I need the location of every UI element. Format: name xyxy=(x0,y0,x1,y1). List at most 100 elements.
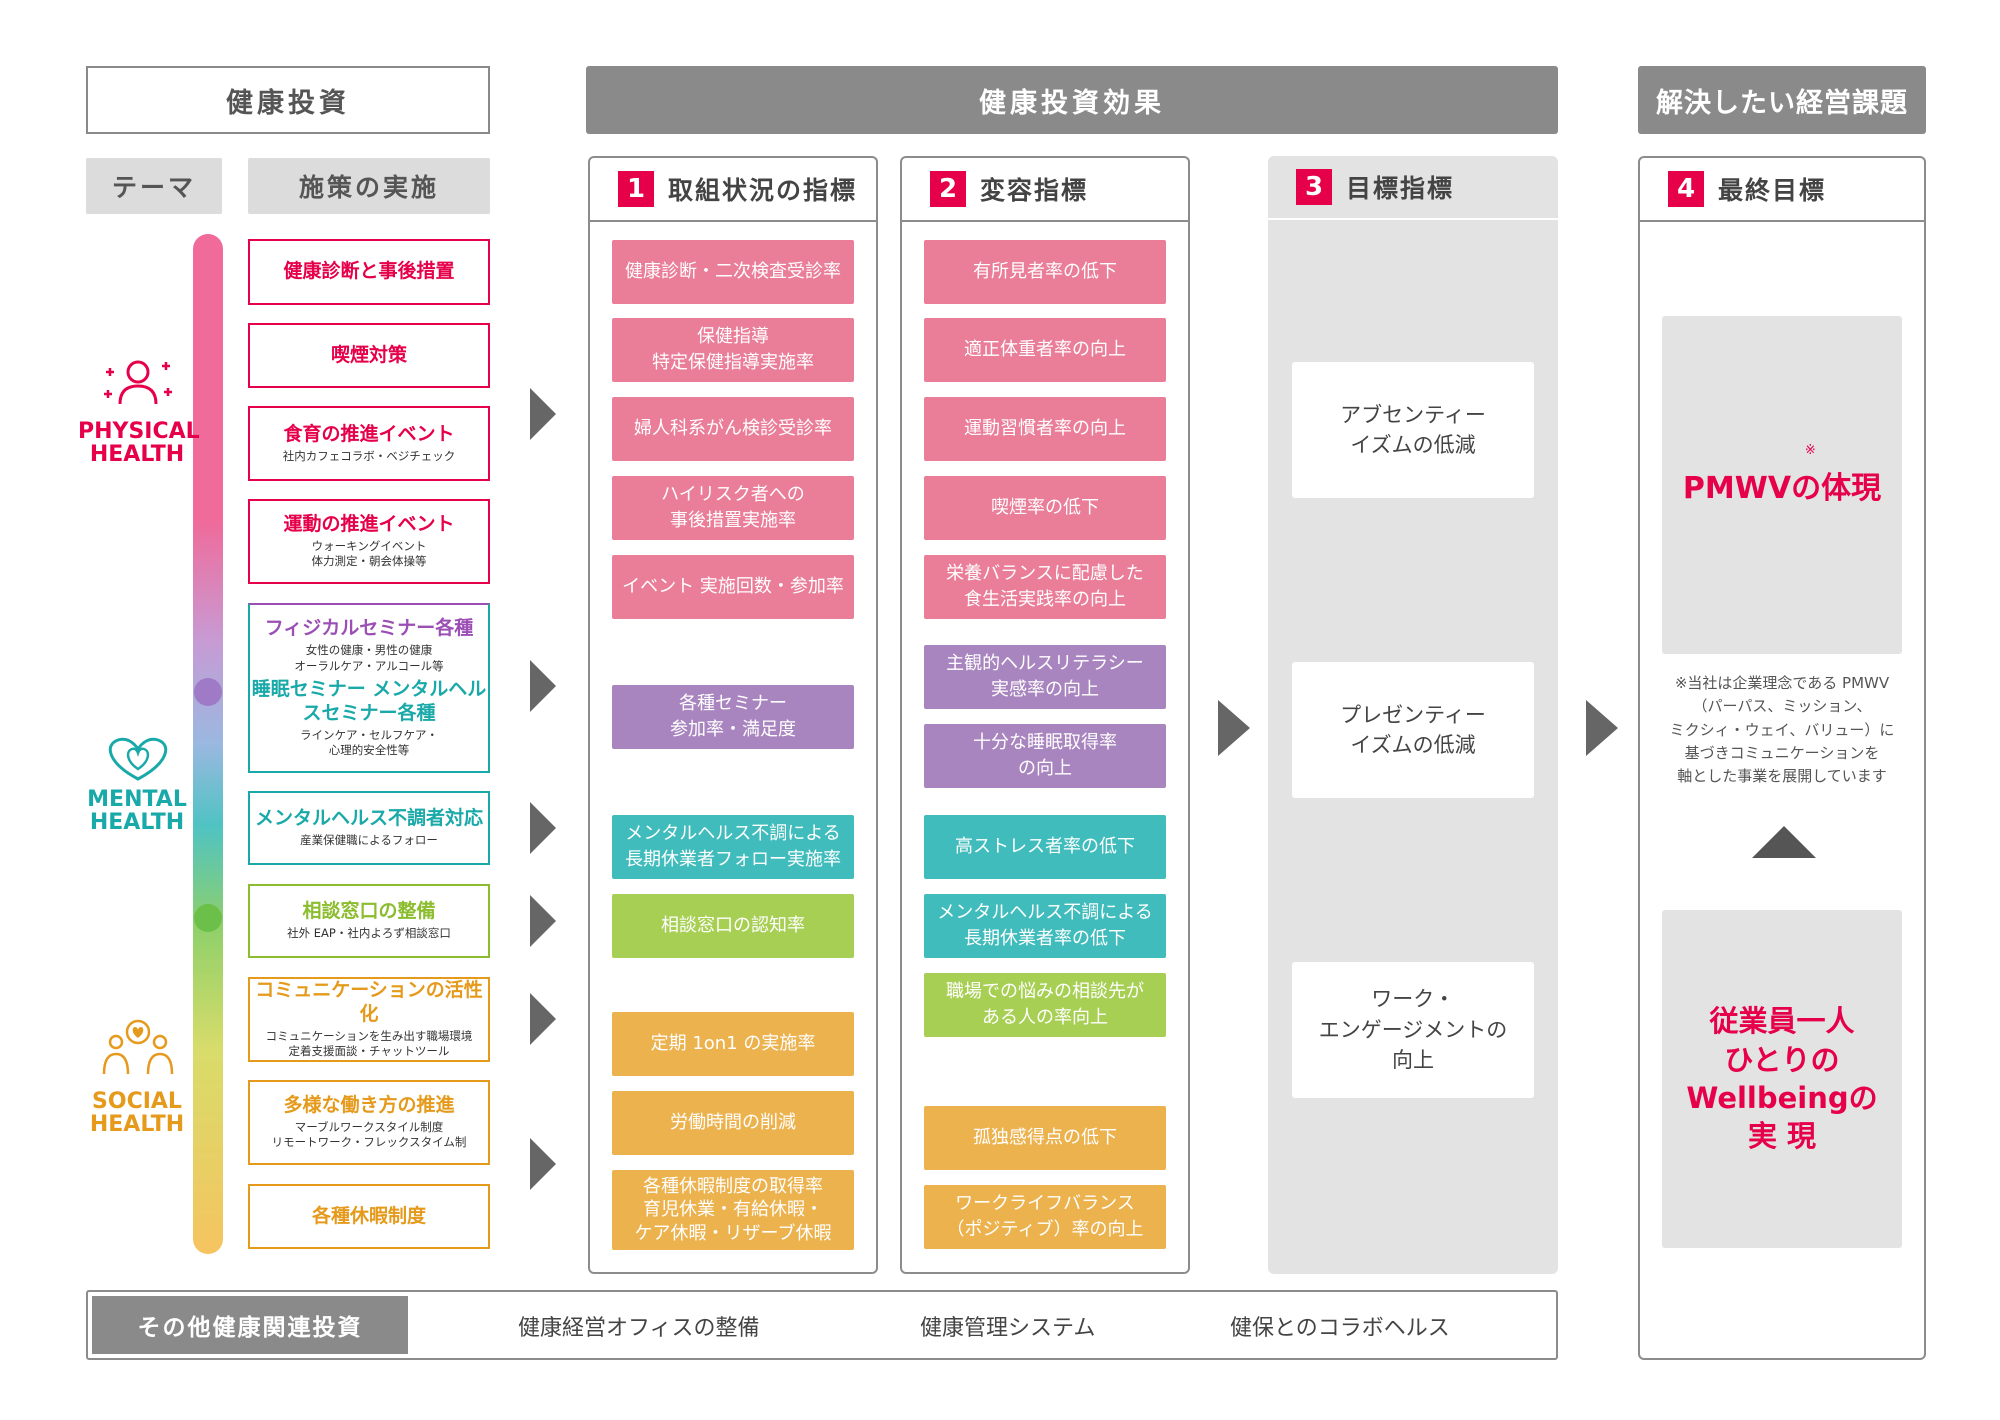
target-box: プレゼンティー イズムの低減 xyxy=(1292,662,1534,798)
footer-other-investments: その他健康関連投資 健康経営オフィスの整備 健康管理システム 健保とのコラボヘル… xyxy=(86,1290,1558,1360)
measure-subtitle: コミュニケーションを生み出す職場環境 定着支援面談・チャットツール xyxy=(265,1028,473,1059)
arrow-right-icon xyxy=(1218,700,1250,756)
measure-title: 相談窓口の整備 xyxy=(302,900,436,923)
header-effects: 健康投資効果 xyxy=(586,66,1558,134)
measure-box: 運動の推進イベント ウォーキングイベント 体力測定・朝会体操等 xyxy=(248,499,490,584)
physical-health-icon xyxy=(104,360,172,405)
measure-title: コミュニケーションの活性化 xyxy=(255,979,483,1025)
measure-box: コミュニケーションの活性化 コミュニケーションを生み出す職場環境 定着支援面談・… xyxy=(248,977,490,1062)
header-issues: 解決したい経営課題 xyxy=(1638,66,1926,134)
column-header: 2 変容指標 xyxy=(902,158,1188,222)
pmwv-note: ※当社は企業理念である PMWV （パーパス、ミッション、 ミクシィ・ウェイ、バ… xyxy=(1669,674,1895,785)
indicator-box: 有所見者率の低下 xyxy=(924,240,1166,304)
measure-box: メンタルヘルス不調者対応 産業保健職によるフォロー xyxy=(248,791,490,865)
indicator-box: 十分な睡眠取得率 の向上 xyxy=(924,724,1166,788)
measure-box: 喫煙対策 xyxy=(248,323,490,388)
footer-item: 健保とのコラボヘルス xyxy=(1230,1316,1450,1341)
arrow-right-icon xyxy=(1586,700,1618,756)
column-title: 変容指標 xyxy=(980,176,1089,205)
indicator-box: 喫煙率の低下 xyxy=(924,476,1166,540)
column-title: 最終目標 xyxy=(1718,176,1827,205)
column-title: 取組状況の指標 xyxy=(668,176,858,205)
measure-box: 健康診断と事後措置 xyxy=(248,239,490,305)
indicator-box: 孤独感得点の低下 xyxy=(924,1106,1166,1170)
arrow-right-icon xyxy=(530,895,556,947)
measure-title: メンタルヘルス不調者対応 xyxy=(254,807,483,830)
theme-social-label: SOCIAL HEALTH xyxy=(89,1089,185,1138)
column-header: 4 最終目標 xyxy=(1640,158,1924,222)
measure-box: 食育の推進イベント 社内カフェコラボ・ベジチェック xyxy=(248,406,490,481)
measure-subtitle: 産業保健職によるフォロー xyxy=(300,833,438,848)
arrow-right-icon xyxy=(530,993,556,1045)
goal-pmwv-text: PMWVの体現 xyxy=(1682,471,1882,506)
measure-subtitle: 社内カフェコラボ・ベジチェック xyxy=(282,448,456,463)
measure-title: 多様な働き方の推進 xyxy=(283,1094,455,1117)
footer-item: 健康経営オフィスの整備 xyxy=(518,1316,760,1341)
arrow-right-icon xyxy=(530,388,556,440)
indicator-box: 各種休暇制度の取得率 育児休業・有給休暇・ ケア休暇・リザーブ休暇 xyxy=(612,1170,854,1250)
indicator-box: 健康診断・二次検査受診率 xyxy=(612,240,854,304)
note-mark: ※ xyxy=(1804,443,1816,458)
number-badge: 3 xyxy=(1296,169,1332,205)
indicator-box: 高ストレス者率の低下 xyxy=(924,815,1166,879)
theme-gradient-bar xyxy=(193,234,223,1254)
footer-item: 健康管理システム xyxy=(920,1316,1096,1341)
measure-box: 多様な働き方の推進 マーブルワークスタイル制度 リモートワーク・フレックスタイム… xyxy=(248,1080,490,1165)
footer-label: その他健康関連投資 xyxy=(92,1296,408,1354)
indicator-box: 婦人科系がん検診受診率 xyxy=(612,397,854,461)
measure-box: 相談窓口の整備 社外 EAP・社内よろず相談窓口 xyxy=(248,884,490,958)
indicator-box: 労働時間の削減 xyxy=(612,1091,854,1155)
theme-divider-dot xyxy=(194,678,222,706)
column-title: 目標指標 xyxy=(1346,174,1455,203)
measure-subtitle: ラインケア・セルフケア・ 心理的安全性等 xyxy=(300,727,438,758)
indicator-box: 各種セミナー 参加率・満足度 xyxy=(612,685,854,749)
subheader-theme: テーマ xyxy=(86,158,222,214)
arrow-right-icon xyxy=(530,660,556,712)
theme-mental-label: MENTAL HEALTH xyxy=(87,787,187,836)
measure-title: 健康診断と事後措置 xyxy=(283,260,455,283)
number-badge: 1 xyxy=(618,171,654,207)
measure-title: 運動の推進イベント xyxy=(283,513,455,536)
target-box: アブセンティー イズムの低減 xyxy=(1292,362,1534,498)
measure-subtitle: ウォーキングイベント 体力測定・朝会体操等 xyxy=(311,538,427,569)
indicator-box: 運動習慣者率の向上 xyxy=(924,397,1166,461)
column-header: 3 目標指標 xyxy=(1268,156,1558,220)
measure-title: 睡眠セミナー メンタルヘルスセミナー各種 xyxy=(251,678,487,724)
measure-title: 喫煙対策 xyxy=(330,343,407,366)
arrow-up-icon xyxy=(1752,826,1816,858)
target-box: ワーク・ エンゲージメントの 向上 xyxy=(1292,962,1534,1098)
column-header: 1 取組状況の指標 xyxy=(590,158,876,222)
header-investment: 健康投資 xyxy=(86,66,490,134)
indicator-box: 栄養バランスに配慮した 食生活実践率の向上 xyxy=(924,555,1166,619)
subheader-measures: 施策の実施 xyxy=(248,158,490,214)
arrow-right-icon xyxy=(530,1138,556,1190)
measure-title: フィジカルセミナー各種 xyxy=(264,617,474,640)
indicator-box: 保健指導 特定保健指導実施率 xyxy=(612,318,854,382)
indicator-box: イベント 実施回数・参加率 xyxy=(612,555,854,619)
mental-health-icon xyxy=(108,737,168,781)
indicator-box: 定期 1on1 の実施率 xyxy=(612,1012,854,1076)
measure-subtitle: マーブルワークスタイル制度 リモートワーク・フレックスタイム制 xyxy=(271,1119,467,1150)
social-health-icon xyxy=(102,1019,174,1075)
number-badge: 2 xyxy=(930,171,966,207)
indicator-box: 相談窓口の認知率 xyxy=(612,894,854,958)
indicator-box: 適正体重者率の向上 xyxy=(924,318,1166,382)
goal-wellbeing-box: 従業員一人 ひとりの Wellbeingの 実 現 xyxy=(1662,910,1902,1248)
theme-divider-dot xyxy=(194,904,222,932)
arrow-right-icon xyxy=(530,802,556,854)
measure-box: フィジカルセミナー各種 女性の健康・男性の健康 オーラルケア・アルコール等 睡眠… xyxy=(248,603,490,773)
indicator-box: 主観的ヘルスリテラシー 実感率の向上 xyxy=(924,645,1166,709)
measure-title: 食育の推進イベント xyxy=(283,422,455,445)
measure-box: 各種休暇制度 xyxy=(248,1184,490,1249)
goal-wellbeing-text: 従業員一人 ひとりの Wellbeingの 実 現 xyxy=(1686,1004,1878,1154)
indicator-box: 職場での悩みの相談先が ある人の率向上 xyxy=(924,973,1166,1037)
number-badge: 4 xyxy=(1668,171,1704,207)
goal-pmwv-box: ※ PMWVの体現 xyxy=(1662,316,1902,654)
measure-subtitle: 社外 EAP・社内よろず相談窓口 xyxy=(287,926,451,941)
measure-subtitle: 女性の健康・男性の健康 オーラルケア・アルコール等 xyxy=(294,643,444,673)
indicator-box: メンタルヘルス不調による 長期休業者フォロー実施率 xyxy=(612,815,854,879)
indicator-box: メンタルヘルス不調による 長期休業者率の低下 xyxy=(924,894,1166,958)
theme-physical-label: PHYSICAL HEALTH xyxy=(78,419,200,468)
measure-title: 各種休暇制度 xyxy=(311,1204,426,1227)
indicator-box: ハイリスク者への 事後措置実施率 xyxy=(612,476,854,540)
